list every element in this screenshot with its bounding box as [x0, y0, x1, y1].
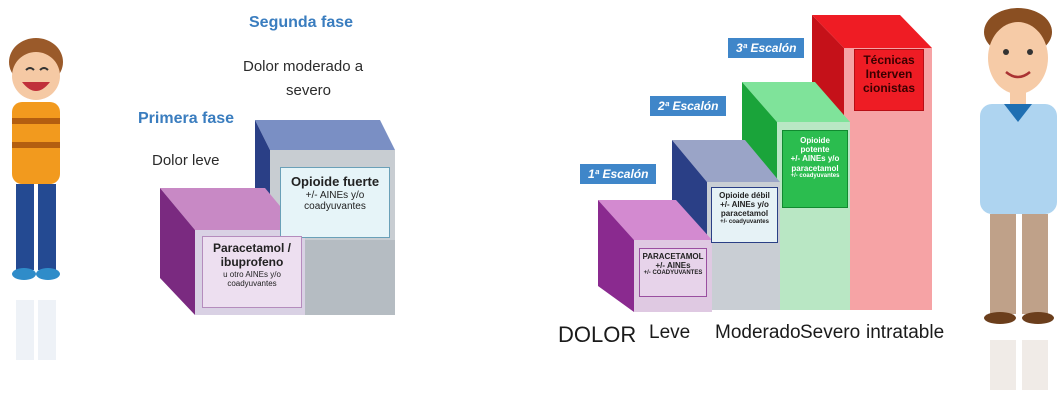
- step3-label: 3ª Escalón: [728, 38, 805, 58]
- step4-box: Técnicas Interven cionistas: [854, 49, 924, 111]
- paracetamol-line1: u otro AINEs y/o: [223, 269, 281, 279]
- step3-box: Opioide potente +/- AINEs y/o paracetamo…: [782, 130, 848, 208]
- step3-line4: paracetamol: [791, 163, 839, 173]
- phase1-title: Primera fase: [138, 110, 235, 127]
- step2-box: Opioide débil +/- AINEs y/o paracetamol …: [711, 187, 778, 243]
- smiling-man-figure: [980, 8, 1057, 390]
- strong-opioid-line1: +/- AINEs y/o: [305, 189, 365, 201]
- step2-line3: paracetamol: [720, 209, 769, 219]
- step1-label: 1ª Escalón: [580, 164, 657, 184]
- axis-level-intratable: intratable: [866, 322, 945, 343]
- phase2-desc-line1: Dolor moderado a: [243, 58, 364, 75]
- paracetamol-line2: coadyuvantes: [227, 278, 277, 288]
- axis-level-moderado: Moderado: [715, 322, 801, 343]
- step1-line3: +/- COADYUVANTES: [643, 270, 703, 277]
- step2-line4: +/- coadyuvantes: [720, 218, 769, 225]
- step3-line3: +/- AINEs y/o: [790, 154, 840, 164]
- phase2-desc-line2: severo: [286, 82, 332, 99]
- strong-opioid-box: Opioide fuerte +/- AINEs y/o coadyuvante…: [280, 167, 390, 238]
- axis-level-severo: Severo: [800, 322, 861, 343]
- axis-title: DOLOR: [558, 322, 637, 347]
- step4-line3: cionistas: [862, 80, 916, 95]
- strong-opioid-title: Opioide fuerte: [290, 174, 380, 189]
- step3-line5: +/- coadyuvantes: [790, 172, 840, 179]
- strong-opioid-line2: coadyuvantes: [304, 201, 366, 213]
- paracetamol-box: Paracetamol / ibuprofeno u otro AINEs y/…: [202, 236, 302, 308]
- axis-level-leve: Leve: [649, 322, 691, 343]
- step4-line1: Técnicas: [863, 53, 915, 67]
- paracetamol-title2: ibuprofeno: [220, 254, 284, 269]
- step1-line1: PARACETAMOL: [642, 252, 704, 261]
- step3-line2: potente: [800, 145, 830, 155]
- step1-box: PARACETAMOL +/- AINEs +/- COADYUVANTES: [639, 248, 707, 297]
- phase1-desc: Dolor leve: [152, 152, 220, 169]
- paracetamol-title1: Paracetamol /: [212, 241, 292, 255]
- step2-line2: +/- AINEs y/o: [720, 200, 769, 210]
- smiling-boy-figure: [9, 38, 63, 360]
- step4-line2: Interven: [865, 66, 913, 81]
- step2-label: 2ª Escalón: [650, 96, 727, 116]
- step2-line1: Opioide débil: [719, 191, 770, 200]
- step3-line1: Opioide: [800, 136, 830, 145]
- step1-line2: +/- AINEs: [655, 261, 691, 271]
- phase2-title: Segunda fase: [249, 14, 354, 31]
